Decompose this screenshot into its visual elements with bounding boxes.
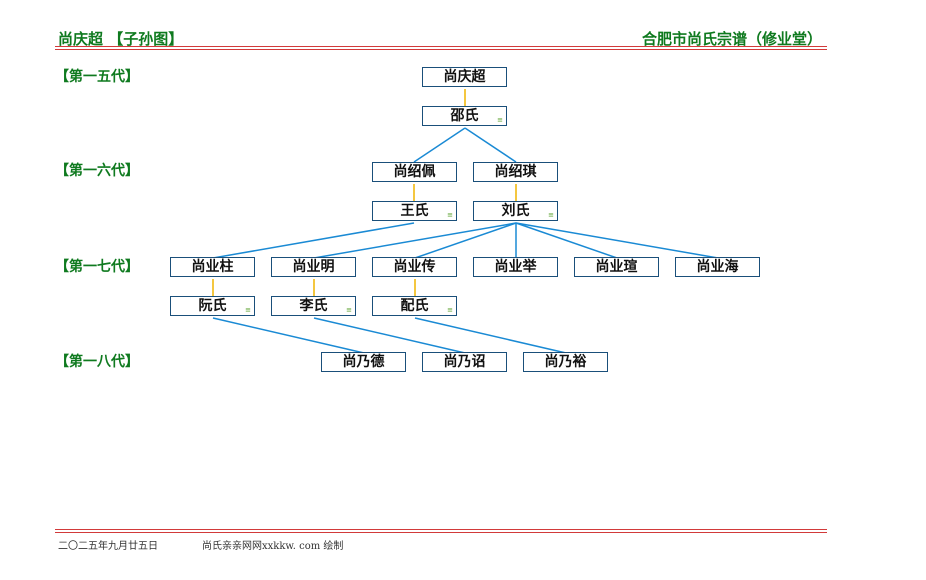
spouse-mark-icon: ≡ bbox=[447, 211, 453, 219]
person-node[interactable]: 尚乃德 bbox=[321, 352, 406, 372]
person-name: 尚绍佩 bbox=[393, 164, 436, 180]
person-node[interactable]: 尚业瑄 bbox=[574, 257, 659, 277]
spouse-mark-icon: ≡ bbox=[548, 211, 554, 219]
person-name: 尚业举 bbox=[494, 259, 537, 275]
person-node[interactable]: 尚乃裕 bbox=[523, 352, 608, 372]
person-name: 尚乃德 bbox=[342, 354, 385, 370]
person-name: 李氏 bbox=[299, 298, 328, 314]
footer-credit: 尚氏亲亲网网xxkkw. com 绘制 bbox=[202, 541, 344, 552]
person-node[interactable]: 尚业明 bbox=[271, 257, 356, 277]
person-node[interactable]: 尚绍佩 bbox=[372, 162, 457, 182]
child-link-n14-n17 bbox=[313, 317, 466, 354]
child-link-n2-n3 bbox=[413, 127, 466, 163]
spouse-mark-icon: ≡ bbox=[497, 116, 503, 124]
child-link-n5-n7 bbox=[212, 222, 415, 259]
person-name: 尚庆超 bbox=[443, 69, 486, 85]
footer-rule-2 bbox=[55, 532, 827, 533]
header-rule-2 bbox=[55, 49, 827, 50]
person-node[interactable]: 尚乃诏 bbox=[422, 352, 507, 372]
child-link-n6-n12 bbox=[515, 222, 719, 259]
footer-date: 二〇二五年九月廿五日 bbox=[58, 541, 158, 552]
person-name: 尚乃诏 bbox=[443, 354, 486, 370]
person-name: 尚业海 bbox=[696, 259, 739, 275]
spouse-node[interactable]: 配氏 ≡ bbox=[372, 296, 457, 316]
genealogy-title: 合肥市尚氏宗谱（修业堂） bbox=[641, 30, 822, 48]
child-link-n2-n4 bbox=[464, 127, 517, 163]
person-name: 尚业瑄 bbox=[595, 259, 638, 275]
person-name: 尚业柱 bbox=[191, 259, 234, 275]
person-name: 配氏 bbox=[400, 298, 429, 314]
child-link-n6-n11 bbox=[515, 222, 618, 259]
person-name: 尚业传 bbox=[393, 259, 436, 275]
spouse-node[interactable]: 刘氏 ≡ bbox=[473, 201, 558, 221]
spouse-node[interactable]: 邵氏 ≡ bbox=[422, 106, 507, 126]
generation-label-17: 【第一七代】 bbox=[55, 259, 139, 275]
person-name: 尚乃裕 bbox=[544, 354, 587, 370]
header-rule bbox=[55, 46, 827, 47]
person-name: 尚业明 bbox=[292, 259, 335, 275]
person-name: 王氏 bbox=[400, 203, 429, 219]
person-name: 尚绍琪 bbox=[494, 164, 537, 180]
person-node[interactable]: 尚庆超 bbox=[422, 67, 507, 87]
person-node[interactable]: 尚业柱 bbox=[170, 257, 255, 277]
generation-label-16: 【第一六代】 bbox=[55, 163, 139, 179]
child-link-n6-n9 bbox=[414, 222, 517, 259]
generation-label-15: 【第一五代】 bbox=[55, 69, 139, 85]
child-link-n6-n8 bbox=[313, 222, 517, 259]
footer-rule bbox=[55, 529, 827, 530]
generation-label-18: 【第一八代】 bbox=[55, 354, 139, 370]
person-name: 邵氏 bbox=[450, 108, 479, 124]
child-link-n15-n18 bbox=[414, 317, 567, 354]
spouse-node[interactable]: 李氏 ≡ bbox=[271, 296, 356, 316]
person-node[interactable]: 尚业举 bbox=[473, 257, 558, 277]
spouse-node[interactable]: 阮氏 ≡ bbox=[170, 296, 255, 316]
spouse-node[interactable]: 王氏 ≡ bbox=[372, 201, 457, 221]
person-name: 刘氏 bbox=[501, 203, 530, 219]
person-node[interactable]: 尚业传 bbox=[372, 257, 457, 277]
person-node[interactable]: 尚业海 bbox=[675, 257, 760, 277]
spouse-mark-icon: ≡ bbox=[346, 306, 352, 314]
spouse-mark-icon: ≡ bbox=[245, 306, 251, 314]
chart-title: 尚庆超 【子孙图】 bbox=[58, 30, 184, 48]
person-name: 阮氏 bbox=[198, 298, 227, 314]
spouse-mark-icon: ≡ bbox=[447, 306, 453, 314]
child-link-n13-n16 bbox=[212, 317, 365, 354]
person-node[interactable]: 尚绍琪 bbox=[473, 162, 558, 182]
